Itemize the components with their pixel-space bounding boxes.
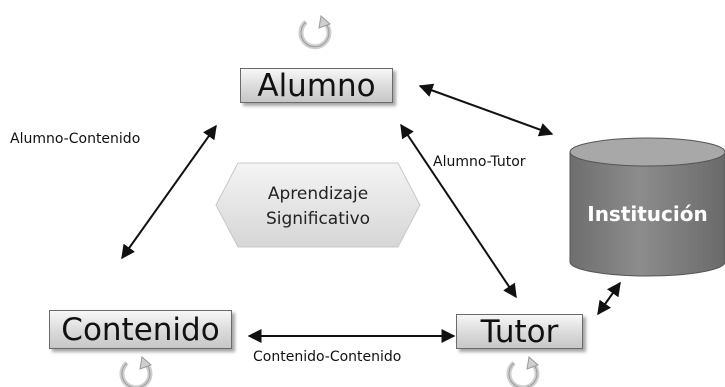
alumno-node: Alumno (240, 68, 393, 104)
tutor-node: Tutor (456, 314, 583, 350)
learning-label: Aprendizaje Significativo (218, 168, 418, 246)
cycle-icon (506, 356, 540, 387)
institucion-label: Institución (587, 202, 708, 226)
arrow-tutor-institucion (597, 281, 621, 316)
learning-label-line1: Aprendizaje (267, 184, 369, 204)
arrow-alumno-tutor (400, 123, 517, 299)
institucion-cylinder (569, 137, 725, 277)
learning-label-line2: Significativo (265, 209, 371, 229)
edge-label-alumno-contenido: Alumno-Contenido (10, 131, 141, 147)
arrow-alumno-contenido (121, 124, 217, 260)
cycle-icon (298, 15, 332, 50)
contenido-node: Contenido (49, 310, 232, 349)
edge-label-alumno-tutor: Alumno-Tutor (433, 154, 526, 170)
edge-label-contenido-contenido: Contenido-Contenido (253, 349, 402, 365)
cycle-icon (119, 356, 153, 387)
arrow-alumno-institucion (418, 83, 554, 137)
